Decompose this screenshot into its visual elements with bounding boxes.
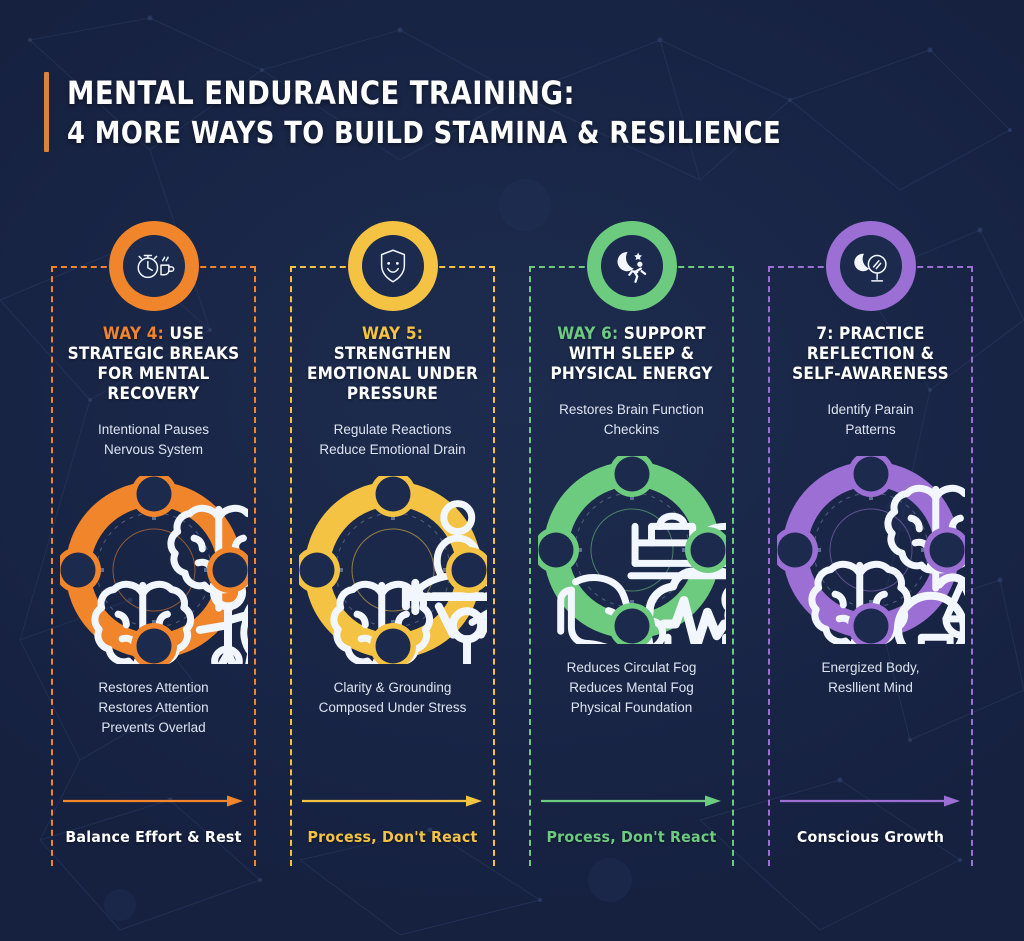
- column-panel-2: WAY 5: STRENGTHEN EMOTIONAL UNDER PRESSU…: [290, 221, 495, 866]
- column-panel-3: WAY 6: SUPPORT WITH SLEEP & PHYSICAL ENE…: [529, 221, 734, 866]
- bottom-benefit-line: Energized Body,: [821, 660, 920, 675]
- column-badge-4[interactable]: [825, 221, 916, 311]
- heading-rest: REFLECTION & SELF-AWARENESS: [792, 344, 949, 383]
- column-heading-4: 7: PRACTICE REFLECTION & SELF-AWARENESS: [781, 324, 960, 384]
- column-1: WAY 4: USE STRATEGIC BREAKS FOR MENTAL R…: [51, 221, 256, 866]
- column-heading-3: WAY 6: SUPPORT WITH SLEEP & PHYSICAL ENE…: [542, 324, 721, 384]
- way-number-label: 7: PRACTICE: [816, 324, 925, 343]
- bottom-benefit-line: Resllient Mind: [828, 680, 913, 695]
- top-benefit-line: Patterns: [845, 422, 896, 437]
- top-benefit-line: Checkins: [603, 422, 660, 437]
- bottom-benefit-line: Physical Foundation: [570, 700, 693, 715]
- stopwatch-coffee-icon: [122, 235, 185, 297]
- heading-rest: SUPPORT WITH SLEEP & PHYSICAL ENERGY: [550, 324, 713, 383]
- title-line-1: MENTAL ENDURANCE TRAINING:: [67, 74, 575, 112]
- moon-star-runner-icon: [600, 235, 663, 297]
- column-footer-label-1: Balance Effort & Rest: [65, 828, 242, 846]
- way-number-label: WAY 6:: [557, 324, 619, 343]
- ring-diagram-2: [298, 476, 487, 664]
- way-number-label: WAY 5:: [361, 324, 424, 343]
- columns-container: WAY 4: USE STRATEGIC BREAKS FOR MENTAL R…: [0, 221, 1024, 866]
- shield-smiley-icon: [361, 235, 424, 297]
- column-heading-2: WAY 5: STRENGTHEN EMOTIONAL UNDER PRESSU…: [303, 324, 482, 404]
- top-benefit-line: Intentional Pauses: [97, 422, 210, 437]
- ring-diagram-1: [59, 476, 248, 664]
- top-benefit-line: Regulate Reactions: [333, 422, 452, 437]
- column-footer-label-4: Conscious Growth: [796, 828, 945, 846]
- moon-mirror-icon: [839, 235, 902, 297]
- heading-rest: STRENGTHEN EMOTIONAL UNDER PRESSURE: [306, 344, 478, 403]
- bottom-benefit-line: Restores Attention: [98, 700, 209, 715]
- top-benefit-line: Reduce Emotional Drain: [319, 442, 466, 457]
- way-number-label: WAY 4:: [102, 324, 164, 343]
- column-bottom-text-4: Energized Body, Resllient Mind: [774, 658, 967, 698]
- column-3: WAY 6: SUPPORT WITH SLEEP & PHYSICAL ENE…: [529, 221, 734, 866]
- progress-arrow-4: [772, 794, 969, 808]
- title-line-2: 4 MORE WAYS TO BUILD STAMINA & RESILIENC…: [67, 116, 782, 151]
- progress-arrow-1: [55, 794, 252, 808]
- column-badge-1[interactable]: [108, 221, 199, 311]
- column-panel-4: 7: PRACTICE REFLECTION & SELF-AWARENESS …: [768, 221, 973, 866]
- column-panel-1: WAY 4: USE STRATEGIC BREAKS FOR MENTAL R…: [51, 221, 256, 866]
- column-4: 7: PRACTICE REFLECTION & SELF-AWARENESS …: [768, 221, 973, 866]
- page-title: MENTAL ENDURANCE TRAINING: 4 MORE WAYS T…: [44, 72, 897, 152]
- column-footer-label-3: Process, Don't React: [546, 828, 717, 846]
- column-badge-2[interactable]: [347, 221, 438, 311]
- title-accent-bar: [44, 72, 49, 152]
- bottom-benefit-line: Clarity & Grounding: [333, 680, 452, 695]
- column-badge-3[interactable]: [586, 221, 677, 311]
- bottom-benefit-line: Composed Under Stress: [318, 700, 467, 715]
- bottom-benefit-line: Reduces Circulat Fog: [566, 660, 697, 675]
- top-benefit-line: Nervous System: [103, 442, 204, 457]
- bottom-benefit-line: Reduces Mental Fog: [569, 680, 694, 695]
- top-benefit-line: Restores Brain Function: [559, 402, 704, 417]
- column-heading-1: WAY 4: USE STRATEGIC BREAKS FOR MENTAL R…: [64, 324, 243, 404]
- progress-arrow-3: [533, 794, 730, 808]
- ring-diagram-3: [537, 456, 726, 644]
- bottom-benefit-line: Restores Attention: [98, 680, 209, 695]
- column-2: WAY 5: STRENGTHEN EMOTIONAL UNDER PRESSU…: [290, 221, 495, 866]
- top-benefit-line: Identify Parain: [827, 402, 914, 417]
- progress-arrow-2: [294, 794, 491, 808]
- heading-rest: USE STRATEGIC BREAKS FOR MENTAL RECOVERY: [67, 324, 240, 403]
- ring-diagram-4: [776, 456, 965, 644]
- bottom-benefit-line: Prevents Overlad: [101, 720, 206, 735]
- column-footer-label-2: Process, Don't React: [307, 828, 478, 846]
